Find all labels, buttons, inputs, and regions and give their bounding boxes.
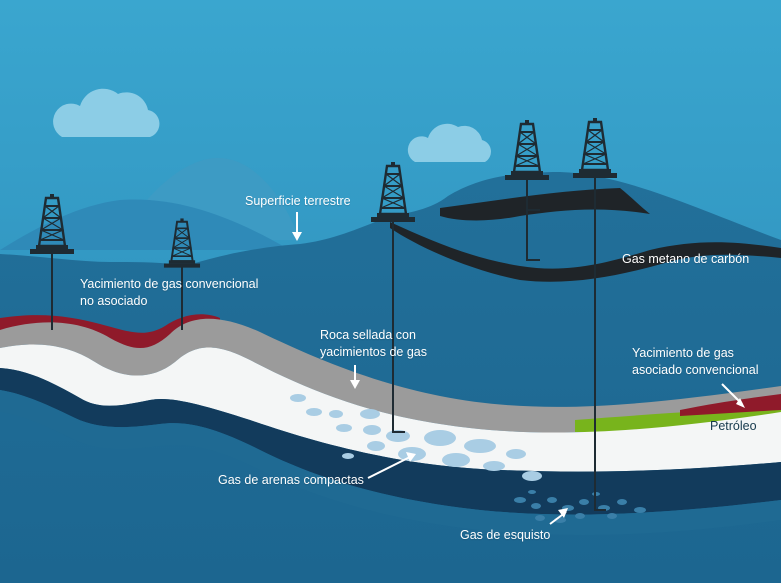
well-pipes: [51, 178, 606, 511]
cloud-left: [53, 88, 160, 137]
coal-seam-lower: [390, 222, 781, 282]
label-line: asociado convencional: [632, 363, 759, 377]
label-line: yacimientos de gas: [320, 345, 428, 359]
label-conventional-non-associated: Yacimiento de gas convencional no asocia…: [80, 276, 258, 310]
cloud-right: [407, 123, 491, 162]
coal-seam-upper: [440, 188, 650, 221]
label-line: Yacimiento de gas convencional: [80, 277, 259, 291]
deep-layer-blue: [0, 368, 781, 515]
label-oil: Petróleo: [710, 419, 757, 433]
label-line: no asociado: [80, 294, 148, 308]
tight-sand-gas-bubbles: [290, 394, 542, 481]
label-shale: Gas de esquisto: [460, 528, 551, 542]
deep-layer-mid: [0, 390, 781, 535]
label-line: Yacimiento de gas: [632, 346, 734, 360]
label-sealed-rock: Roca sellada con yacimientos de gas: [320, 327, 427, 361]
associated-gas-red: [680, 394, 781, 416]
cap-rock: [0, 318, 781, 433]
background-hill-near: [0, 199, 290, 250]
label-coalbed-methane: Gas metano de carbón: [622, 252, 750, 266]
label-tight-sands: Gas de arenas compactas: [218, 473, 364, 487]
label-surface: Superficie terrestre: [245, 194, 351, 208]
tight-sand-reservoir: [0, 344, 781, 472]
label-conventional-associated: Yacimiento de gas asociado convencional: [632, 345, 758, 379]
label-line: Roca sellada con: [320, 328, 416, 342]
label-arrows: [292, 212, 745, 525]
